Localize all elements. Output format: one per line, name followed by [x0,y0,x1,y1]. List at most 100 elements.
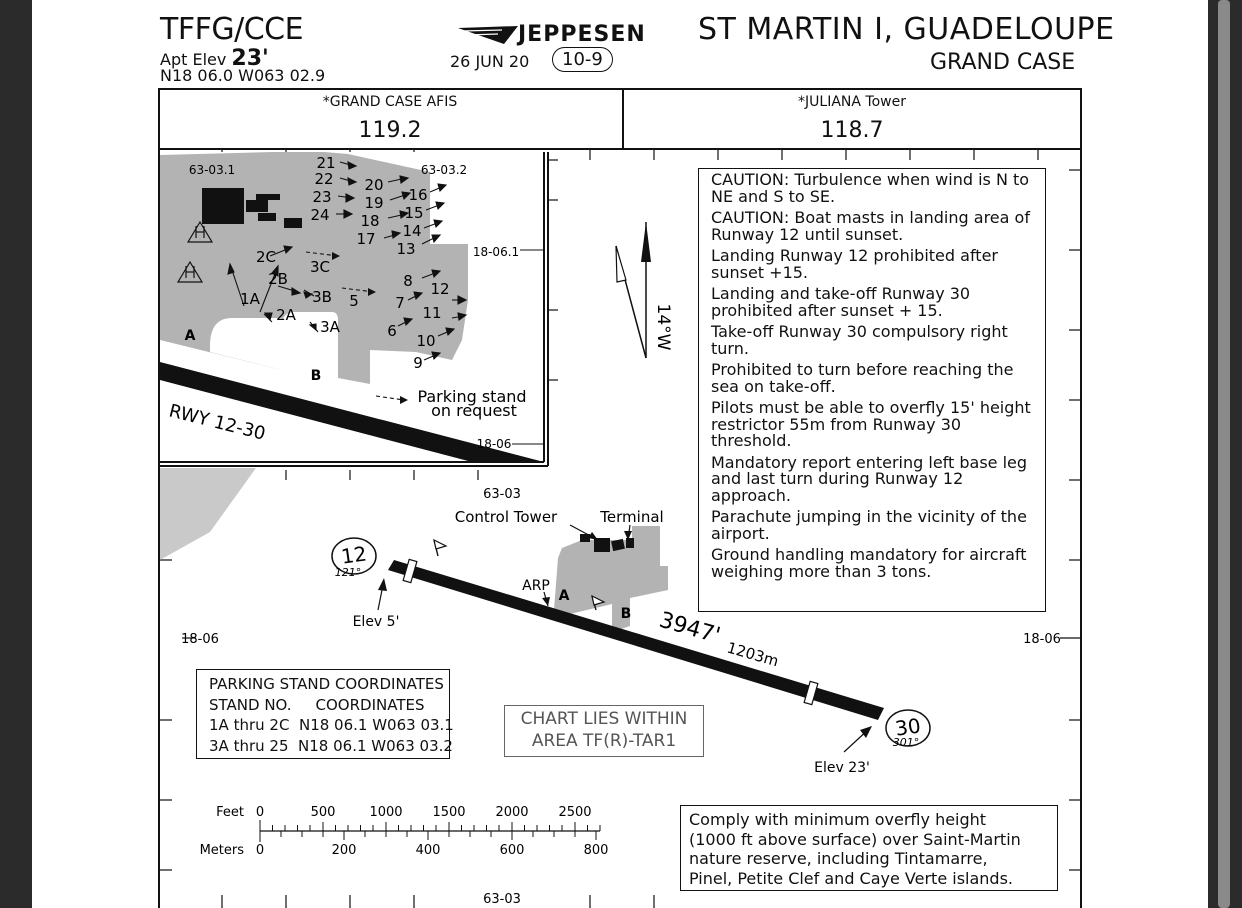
stand-coord: N18 06.1 W063 03.1 [298,716,454,734]
apt-elev-label: Apt Elev [160,50,227,69]
airport-map: 14°W 63-03 Control Tower Terminal ARP A … [158,150,1082,908]
scale-meter-tick: 200 [332,843,357,858]
inset-lat-bottom: 18-06 [477,437,512,451]
stand-label: 11 [422,304,441,322]
stand-label: 24 [310,206,329,224]
lon-bottom-label: 63-03 [483,892,521,907]
stand-label: 22 [314,170,333,188]
scale-meter-tick: 600 [500,843,525,858]
location-name: ST MARTIN I, GUADELOUPE [698,12,1115,47]
caution-note: CAUTION: Boat masts in landing area of R… [711,208,1030,244]
stand-label: 3C [310,258,330,276]
runway-30-elevation: Elev 23' [814,760,870,776]
stand-label: 20 [364,176,383,194]
frequency-box: *GRAND CASE AFIS 119.2 *JULIANA Tower 11… [158,88,1082,150]
runway-12-number: 12 [340,541,369,568]
parking-note-line2: on request [431,401,517,420]
comply-line: nature reserve, including Tintamarre, [689,849,988,868]
stand-label: 19 [364,194,383,212]
stand-range: 1A thru 2C [209,716,290,734]
lon-mid-label: 63-03 [483,487,521,502]
taxiway-a-label: A [559,588,570,604]
stand-label: 10 [416,332,435,350]
stand-label: 14 [402,222,421,240]
viewer-scrollbar-track[interactable] [1208,0,1242,908]
stand-label: 1A [240,290,261,308]
caution-note: Ground handling mandatory for aircraft w… [711,545,1027,581]
col-stand-header: STAND NO. [209,695,292,714]
airport-id: TFFG/CCE [160,12,304,47]
scale-feet-tick: 2500 [558,805,591,820]
inset-lat-top: 18-06.1 [473,245,519,259]
caution-note: CAUTION: Turbulence when wind is N to NE… [711,170,1030,206]
apron-inset: 63-03.1 63-03.2 18-06.1 18-06 RWY 12-30 … [160,152,549,467]
shoreline-area [160,468,256,560]
distance-scale: Feet Meters [200,805,609,858]
tar-note-line2: AREA TF(R)-TAR1 [531,731,677,751]
airport-coordinates: N18 06.0 W063 02.9 [160,66,326,85]
stand-label: 21 [316,154,335,172]
taxiway-b-label: B [621,606,632,622]
stand-label: 2B [268,270,288,288]
terminal-apron [433,524,668,632]
caution-note: Mandatory report entering left base leg … [711,452,1028,505]
viewer-scrollbar-thumb[interactable] [1218,0,1230,908]
scale-meter-tick: 0 [256,843,264,858]
stand-label: 17 [356,230,375,248]
lat-left-label: 18-06 [181,632,219,647]
parking-table-title: PARKING STAND COORDINATES [209,675,444,693]
arp-label: ARP [522,578,550,594]
caution-notes-box: CAUTION: Turbulence when wind is N to NE… [698,168,1046,612]
runway-30-heading: 301° [893,736,920,749]
stand-label: 13 [396,240,415,258]
scale-feet-label: Feet [216,805,244,820]
chart-page: TFFG/CCE Apt Elev 23' N18 06.0 W063 02.9… [32,0,1208,908]
scale-feet-tick: 2000 [495,805,528,820]
scale-meter-tick: 800 [584,843,609,858]
scale-feet-tick: 1500 [432,805,465,820]
airport-elevation: Apt Elev 23' [160,46,269,71]
viewer-left-margin [0,0,32,908]
scale-feet-tick: 500 [311,805,336,820]
stand-label: 2C [256,248,276,266]
apt-elev-value: 23' [231,46,269,71]
stand-label: 5 [349,292,359,310]
stand-coord: N18 06.1 W063 03.2 [298,736,453,755]
parking-table-header: STAND NO. COORDINATES [209,695,449,716]
col-coord-header: COORDINATES [315,695,425,714]
stand-label: 6 [387,322,397,340]
brand-name: JEPPESEN [518,22,646,47]
scale-feet-tick: 0 [256,805,264,820]
stand-label: 7 [395,294,405,312]
stand-label: 8 [403,272,413,290]
inset-lon-right: 63-03.2 [421,163,467,177]
control-tower-label: Control Tower [455,508,558,526]
lat-right-label: 18-06 [1023,632,1061,647]
stand-label: 3A [320,318,341,336]
scale-meter-tick: 400 [416,843,441,858]
comply-line: (1000 ft above surface) over Saint-Marti… [689,829,1021,849]
airport-name: GRAND CASE [930,50,1076,75]
scale-meters-label: Meters [200,843,245,858]
caution-note: Prohibited to turn before reaching the s… [711,360,1014,396]
stand-label: 3B [312,288,332,306]
stand-label: 2A [276,306,297,324]
terminal-label: Terminal [599,508,663,526]
runway-12-30 [331,537,931,753]
scale-feet-tick: 1000 [369,805,402,820]
stand-label: 16 [408,186,427,204]
parking-note-line1: Parking stand [417,387,526,406]
caution-note: Take-off Runway 30 compulsory right turn… [711,322,1008,358]
caution-note: Parachute jumping in the vicinity of the… [711,507,1027,543]
magnetic-variation: 14°W [653,304,673,351]
overfly-height-note: Comply with minimum overfly height (1000… [680,805,1058,891]
inset-lon-left: 63-03.1 [189,163,235,177]
runway-12-elevation: Elev 5' [353,614,400,630]
stand-label: 23 [312,188,331,206]
tar-note-line1: CHART LIES WITHIN [520,709,688,729]
comply-line: Pinel, Petite Clef and Caye Verte island… [689,868,1014,888]
tar-area-note: CHART LIES WITHIN AREA TF(R)-TAR1 [504,705,704,757]
chart-date: 26 JUN 20 [450,52,530,71]
caution-note: Pilots must be able to overfly 15' heigh… [711,398,1031,450]
stand-label: 18 [360,212,379,230]
